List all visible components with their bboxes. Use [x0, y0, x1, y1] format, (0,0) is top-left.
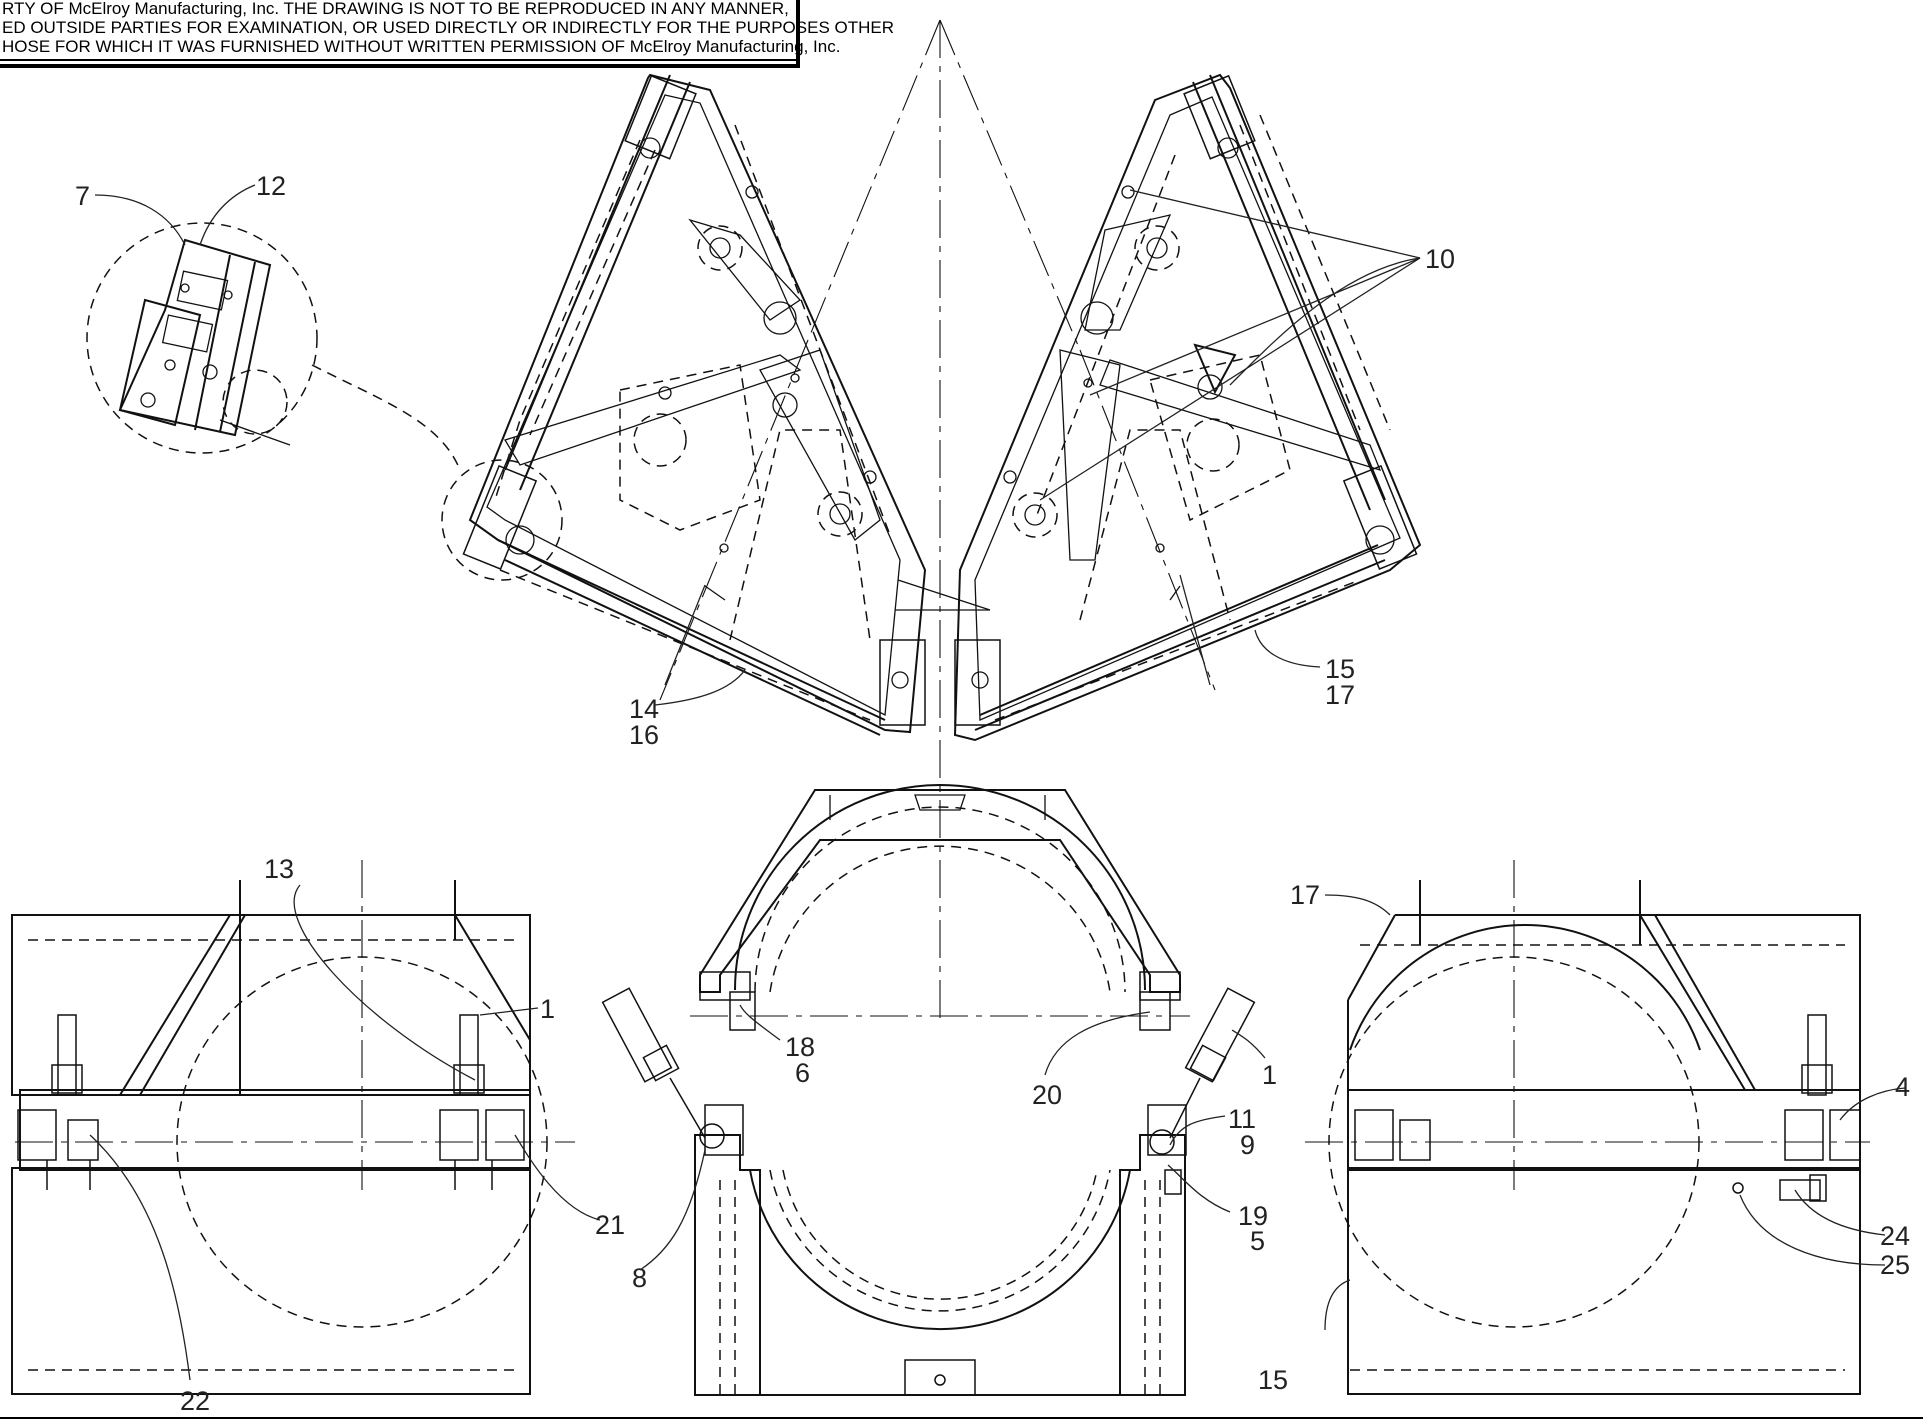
callout-7: 7 [75, 181, 90, 211]
top-construction-lines [659, 19, 1216, 1020]
notice-line-2: ED OUTSIDE PARTIES FOR EXAMINATION, OR U… [2, 18, 894, 37]
callout-25: 25 [1880, 1250, 1910, 1280]
upper-right-clamp-view [895, 73, 1422, 742]
callout-1-left: 1 [540, 994, 555, 1024]
bottom-center-front-view [601, 784, 1256, 1396]
notice-line-1: RTY OF McElroy Manufacturing, Inc. THE D… [2, 0, 789, 18]
callout-11: 11 [1228, 1104, 1256, 1134]
callout-16: 16 [629, 720, 659, 750]
callout-15-bottom: 15 [1258, 1365, 1288, 1395]
callout-24: 24 [1880, 1221, 1910, 1251]
callout-22: 22 [180, 1386, 210, 1416]
callout-4: 4 [1895, 1072, 1910, 1102]
callout-labels: 7 12 10 14 16 15 17 13 1 21 22 18 6 20 1… [75, 171, 1910, 1416]
callout-1-center: 1 [1262, 1060, 1277, 1090]
callout-21: 21 [595, 1210, 625, 1240]
callout-15-top: 15 [1325, 654, 1355, 684]
bottom-right-side-view [1328, 880, 1861, 1395]
notice-line-3: HOSE FOR WHICH IT WAS FURNISHED WITHOUT … [2, 37, 840, 56]
proprietary-notice: RTY OF McElroy Manufacturing, Inc. THE D… [0, 0, 894, 68]
leader-lines [89, 184, 1906, 1381]
callout-6: 6 [795, 1058, 810, 1088]
upper-left-clamp-view [462, 73, 991, 736]
callout-18: 18 [785, 1032, 815, 1062]
callout-19: 19 [1238, 1201, 1268, 1231]
bottom-left-side-view [11, 880, 548, 1395]
callout-10: 10 [1425, 244, 1455, 274]
callout-5: 5 [1250, 1226, 1265, 1256]
callout-17-right: 17 [1290, 880, 1320, 910]
callout-9: 9 [1240, 1130, 1255, 1160]
callout-20: 20 [1032, 1080, 1062, 1110]
bottom-construction-lines [15, 860, 1870, 1190]
callout-17-top: 17 [1325, 680, 1355, 710]
callout-13: 13 [264, 854, 294, 884]
callout-14: 14 [629, 694, 659, 724]
callout-12: 12 [256, 171, 286, 201]
detail-circle [86, 222, 563, 581]
callout-8: 8 [632, 1263, 647, 1293]
